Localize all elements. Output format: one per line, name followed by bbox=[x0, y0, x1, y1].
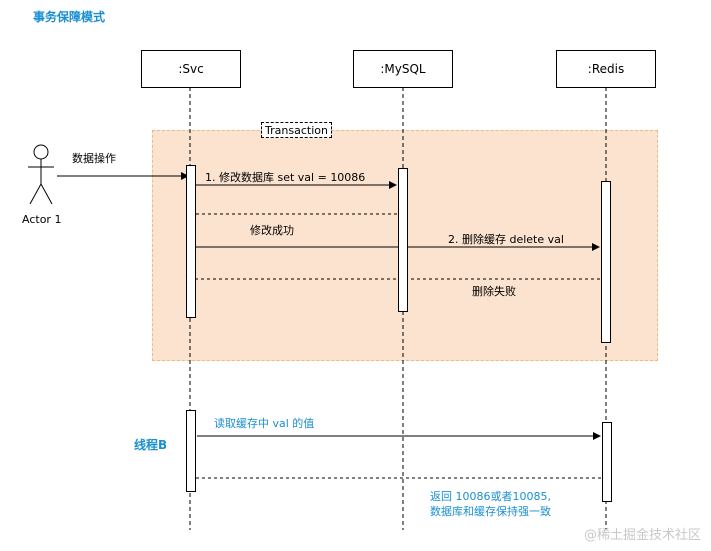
thread-b-read-label: 读取缓存中 val 的值 bbox=[214, 417, 315, 430]
message-1-return-label: 修改成功 bbox=[250, 224, 294, 237]
redis-activation-1 bbox=[601, 181, 611, 343]
thread-b-return-line1: 返回 10086或者10085, bbox=[430, 490, 551, 503]
actor-figure bbox=[28, 144, 54, 205]
mysql-activation bbox=[398, 168, 408, 312]
actor-label: Actor 1 bbox=[22, 213, 62, 226]
svc-activation-1 bbox=[186, 165, 196, 318]
message-2-return-label: 删除失败 bbox=[472, 285, 516, 298]
transaction-label: Transaction bbox=[261, 122, 332, 138]
redis-activation-2 bbox=[602, 422, 612, 502]
participant-svc: :Svc bbox=[141, 50, 241, 88]
message-1-label: 1. 修改数据库 set val = 10086 bbox=[205, 171, 366, 184]
actor-action-label: 数据操作 bbox=[72, 152, 116, 165]
participant-redis: :Redis bbox=[556, 50, 656, 88]
participant-mysql: :MySQL bbox=[353, 50, 453, 88]
diagram-title: 事务保障模式 bbox=[33, 10, 106, 24]
thread-b-return-line2: 数据库和缓存保持强一致 bbox=[430, 505, 551, 518]
watermark: @稀土掘金技术社区 bbox=[583, 528, 701, 543]
thread-b-label: 线程B bbox=[134, 438, 168, 452]
svc-activation-2 bbox=[186, 410, 196, 492]
message-2-label: 2. 删除缓存 delete val bbox=[448, 233, 564, 246]
